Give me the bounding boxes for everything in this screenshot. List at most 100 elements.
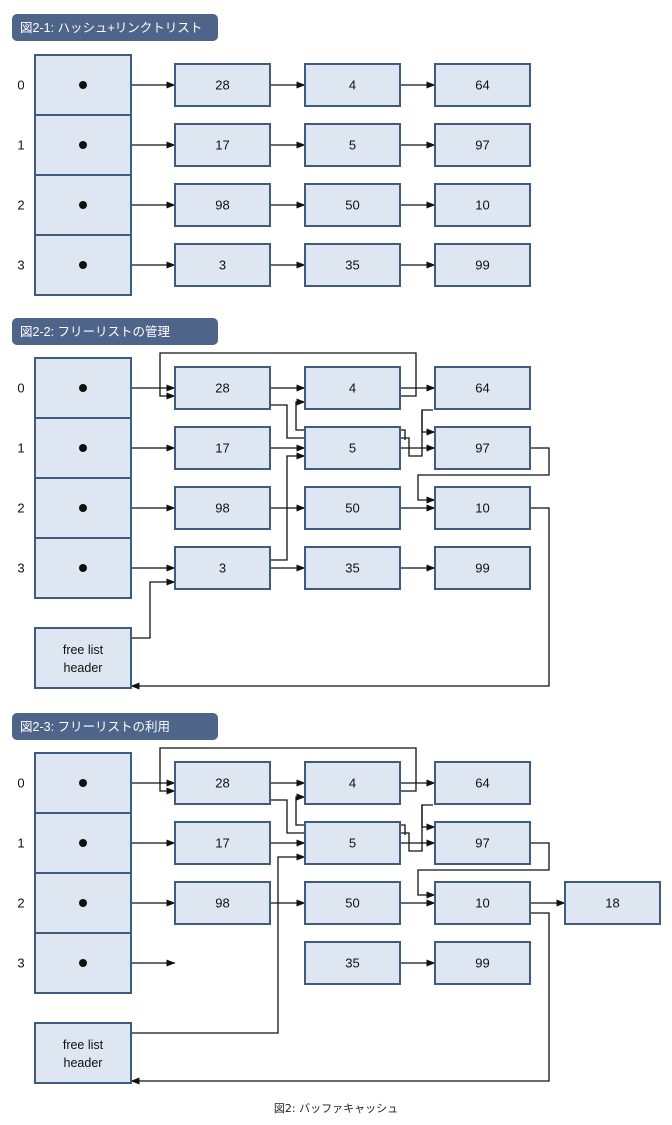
buffer-node-value: 10	[475, 501, 489, 516]
buffer-node	[434, 123, 531, 167]
buffer-node	[304, 366, 401, 410]
bucket-pointer-dot	[79, 201, 87, 209]
buffer-node-value: 5	[349, 138, 356, 153]
buffer-node	[174, 881, 271, 925]
bucket-pointer-dot	[79, 444, 87, 452]
bucket-pointer-dot	[79, 959, 87, 967]
buffer-node	[434, 183, 531, 227]
free-list-link	[130, 507, 550, 690]
buffer-node-value: 4	[349, 78, 356, 93]
bucket-pointer-dot	[79, 504, 87, 512]
buffer-node-value: 28	[215, 78, 229, 93]
buffer-node	[174, 243, 271, 287]
bucket-pointer-dot	[79, 384, 87, 392]
buffer-node	[304, 123, 401, 167]
buffer-node-value: 35	[345, 258, 359, 273]
buffer-node	[434, 486, 531, 530]
buffer-node	[304, 881, 401, 925]
figure-title-badge	[12, 14, 218, 41]
buffer-node-value: 50	[345, 896, 359, 911]
bucket-index: 2	[17, 501, 24, 516]
buffer-node	[434, 63, 531, 107]
buffer-node-value: 18	[605, 896, 619, 911]
bucket-pointer-dot	[79, 779, 87, 787]
figure-caption: 図2: バッファキャッシュ	[273, 1102, 399, 1115]
free-list-link	[417, 447, 550, 504]
buffer-node	[304, 426, 401, 470]
buffer-node	[434, 881, 531, 925]
free-list-link	[421, 805, 436, 831]
buffer-node-value: 17	[215, 138, 229, 153]
free-list-link	[295, 398, 406, 440]
buffer-node-value: 5	[349, 441, 356, 456]
buffer-node-value: 64	[475, 381, 489, 396]
buffer-node-value: 3	[219, 561, 226, 576]
buffer-node	[174, 761, 271, 805]
buffer-node	[174, 63, 271, 107]
buffer-node-value: 4	[349, 776, 356, 791]
buffer-node-value: 99	[475, 561, 489, 576]
free-list-link	[159, 352, 417, 400]
free-list-link	[295, 793, 406, 835]
buffer-node	[434, 941, 531, 985]
free-list-link	[270, 452, 306, 561]
buffer-node	[304, 63, 401, 107]
buffer-node-value: 3	[219, 258, 226, 273]
buffer-node	[434, 761, 531, 805]
free-list-header-label: header	[64, 1056, 103, 1070]
bucket-index: 1	[17, 836, 24, 851]
bucket-pointer-dot	[79, 141, 87, 149]
buffer-node	[174, 821, 271, 865]
buffer-node	[304, 486, 401, 530]
buffer-node-value: 28	[215, 776, 229, 791]
free-list-header-label: header	[64, 661, 103, 675]
free-list-link	[131, 578, 176, 639]
buffer-node-value: 97	[475, 441, 489, 456]
buffer-node-value: 99	[475, 956, 489, 971]
buffer-node	[174, 123, 271, 167]
buffer-node-value: 10	[475, 198, 489, 213]
free-list-header-label: free list	[63, 643, 104, 657]
buffer-node	[434, 426, 531, 470]
bucket-index: 3	[17, 956, 24, 971]
buffer-node-value: 5	[349, 836, 356, 851]
bucket-index: 0	[17, 78, 24, 93]
buffer-node	[174, 183, 271, 227]
buffer-node-value: 35	[345, 956, 359, 971]
free-list-header-box	[34, 1022, 132, 1084]
figure-title: 図2-1: ハッシュ+リンクトリスト	[20, 21, 202, 35]
bucket-index: 3	[17, 258, 24, 273]
bucket-pointer-dot	[79, 81, 87, 89]
buffer-node	[174, 426, 271, 470]
free-list-header-label: free list	[63, 1038, 104, 1052]
buffer-node-value: 10	[475, 896, 489, 911]
buffer-node	[434, 243, 531, 287]
buffer-node-value: 35	[345, 561, 359, 576]
buffer-node-value: 98	[215, 501, 229, 516]
bucket-pointer-dot	[79, 564, 87, 572]
buffer-node	[434, 821, 531, 865]
bucket-index: 2	[17, 896, 24, 911]
buffer-node-value: 17	[215, 836, 229, 851]
figure-title: 図2-3: フリーリストの利用	[20, 720, 170, 734]
buffer-node	[304, 546, 401, 590]
buffer-node-value: 98	[215, 198, 229, 213]
buffer-node-value: 99	[475, 258, 489, 273]
buffer-node	[304, 941, 401, 985]
buffer-node	[304, 243, 401, 287]
buffer-node-value: 64	[475, 78, 489, 93]
bucket-index: 0	[17, 381, 24, 396]
bucket-index: 2	[17, 198, 24, 213]
buffer-node-value: 4	[349, 381, 356, 396]
bucket-index: 1	[17, 441, 24, 456]
buffer-node	[434, 546, 531, 590]
buffer-node-value: 97	[475, 138, 489, 153]
free-list-link	[131, 853, 306, 1034]
buffer-node-value: 50	[345, 198, 359, 213]
figure-title-badge	[12, 318, 218, 345]
buffer-node	[174, 366, 271, 410]
buffer-node	[304, 821, 401, 865]
buffer-node	[174, 546, 271, 590]
bucket-index: 1	[17, 138, 24, 153]
free-list-link	[421, 410, 436, 436]
